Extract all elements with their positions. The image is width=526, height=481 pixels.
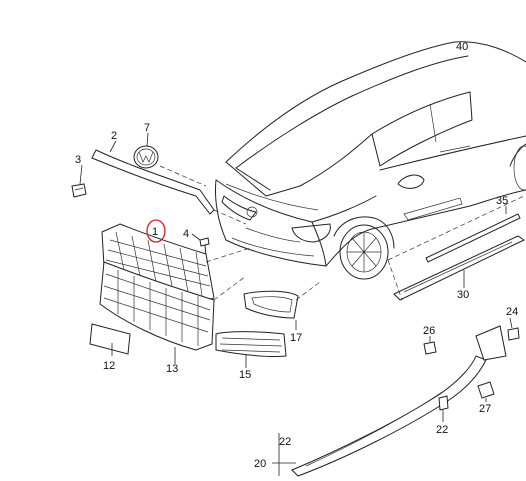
car-illustration (215, 41, 526, 280)
part-17-cover (243, 290, 299, 319)
part-7-emblem (133, 145, 159, 169)
callout-4: 4 (183, 228, 189, 240)
callout-24: 24 (506, 306, 518, 318)
callout-26: 26 (423, 325, 435, 337)
part-40-side-skirt (291, 325, 507, 477)
part-4-bolt (199, 237, 210, 257)
part-3-clip (71, 183, 87, 198)
fastener-parts (423, 327, 520, 411)
callout-7: 7 (144, 122, 150, 134)
callout-12: 12 (103, 360, 115, 372)
part-12-plate (89, 323, 131, 355)
callout-17: 17 (290, 332, 302, 344)
part-35-sill-strip (387, 195, 525, 301)
part-15-side-grille (215, 331, 287, 358)
callout-labels: 1 2 3 4 7 12 13 15 17 20 22 22 24 26 27 … (75, 41, 518, 470)
callout-20: 20 (254, 458, 266, 470)
callout-22-upper: 22 (279, 436, 291, 448)
callout-35: 35 (496, 195, 508, 207)
part-30-sill-panel (393, 235, 526, 301)
callout-40: 40 (456, 41, 468, 53)
part-2-trim-strip (91, 149, 215, 215)
callout-3: 3 (75, 154, 81, 166)
leader-lines (79, 132, 513, 476)
callout-2: 2 (111, 130, 117, 142)
callout-22-lower: 22 (436, 424, 448, 436)
callout-30: 30 (457, 289, 469, 301)
assembly-lines (159, 165, 321, 301)
callout-15: 15 (239, 369, 251, 381)
part-13-lower-grille (99, 261, 215, 351)
highlight-circle (146, 219, 166, 243)
callout-27: 27 (479, 403, 491, 415)
callout-1: 1 (152, 226, 158, 238)
callout-13: 13 (166, 363, 178, 375)
